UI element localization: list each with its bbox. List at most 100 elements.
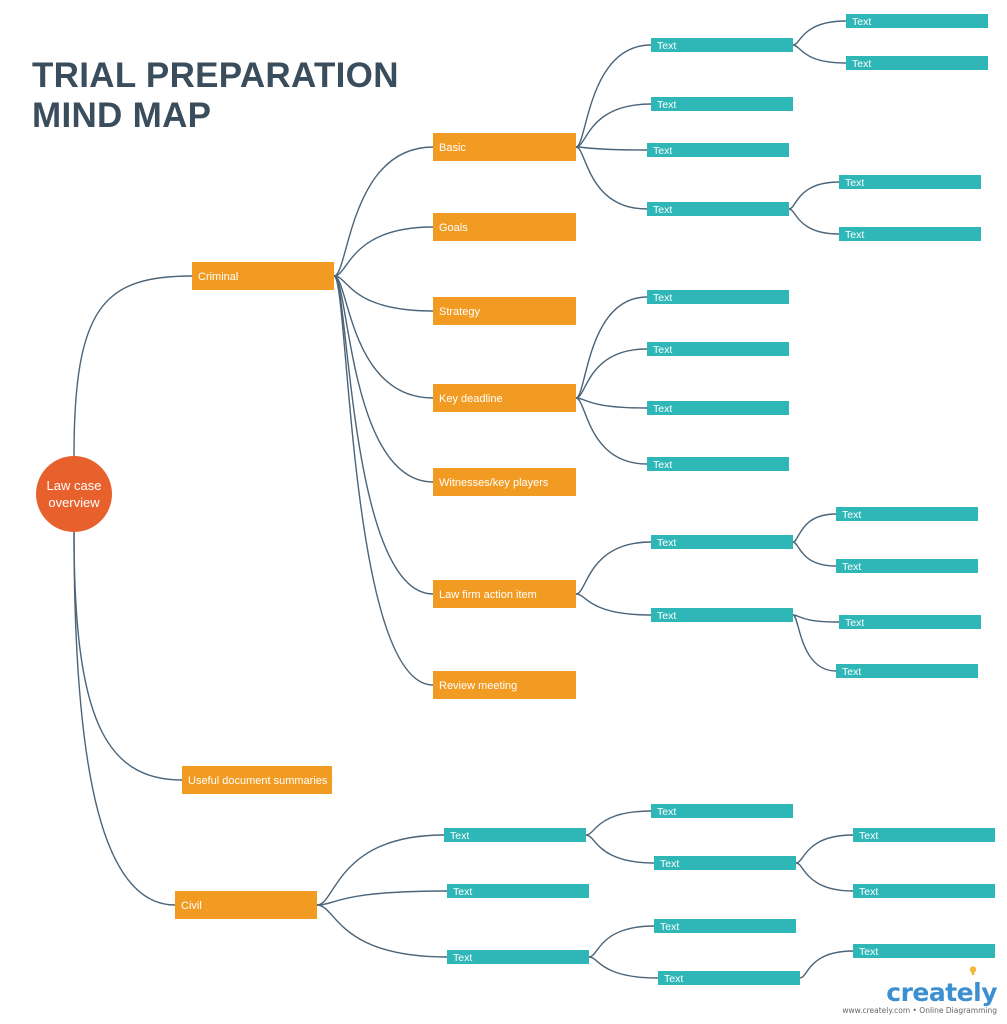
node-label: Civil	[181, 900, 202, 912]
topic-node-criminal[interactable]: Criminal	[192, 262, 334, 290]
text-node-b1[interactable]: Text	[651, 38, 793, 52]
node-label: Text	[664, 973, 683, 985]
connector-root-civil	[73, 531, 176, 906]
node-label: Text	[657, 40, 676, 52]
node-label: Text	[657, 610, 676, 622]
node-label: Text	[660, 858, 679, 870]
connector-criminal-review	[333, 275, 434, 686]
node-label: Text	[859, 886, 878, 898]
text-node-l2b[interactable]: Text	[836, 664, 978, 678]
text-node-b2[interactable]: Text	[651, 97, 793, 111]
topic-node-civil[interactable]: Civil	[175, 891, 317, 919]
node-label: Witnesses/key players	[439, 477, 549, 489]
connector-l2-l2b	[792, 614, 837, 672]
node-label: Text	[653, 292, 672, 304]
text-node-k2[interactable]: Text	[647, 342, 789, 356]
connector-lawfirm-l1	[575, 541, 652, 595]
text-node-c1b[interactable]: Text	[654, 856, 796, 870]
text-node-l1[interactable]: Text	[651, 535, 793, 549]
connector-l2-l2a	[792, 614, 840, 623]
connector-criminal-keydeadline	[333, 275, 434, 399]
connector-c1-c1b	[585, 834, 655, 864]
text-node-k4[interactable]: Text	[647, 457, 789, 471]
connector-criminal-goals	[333, 226, 434, 277]
connector-b4-b4a	[788, 181, 840, 210]
text-node-b4[interactable]: Text	[647, 202, 789, 216]
connector-l1-l1a	[792, 513, 837, 543]
text-node-l2a[interactable]: Text	[839, 615, 981, 629]
connector-basic-b2	[575, 103, 652, 148]
node-label: Text	[842, 509, 861, 521]
text-node-c3b[interactable]: Text	[658, 971, 800, 985]
text-node-b1a[interactable]: Text	[846, 14, 988, 28]
root-node-label-line: overview	[48, 495, 100, 510]
text-node-c1a[interactable]: Text	[651, 804, 793, 818]
text-node-k3[interactable]: Text	[647, 401, 789, 415]
node-label: Text	[450, 830, 469, 842]
logo-tagline: www.creately.com • Online Diagramming	[842, 1006, 997, 1015]
node-label: Goals	[439, 222, 468, 234]
connector-basic-b3	[575, 146, 648, 151]
connector-keydeadline-k3	[575, 397, 648, 409]
text-node-b1b[interactable]: Text	[846, 56, 988, 70]
connector-c3b-c3b1	[799, 950, 854, 979]
root-node-label-line: Law case	[47, 478, 102, 493]
node-label: Strategy	[439, 306, 480, 318]
node-label: Text	[653, 344, 672, 356]
connector-civil-c2	[316, 890, 448, 906]
root-node-law-case-overview[interactable]: Law case overview	[36, 456, 112, 532]
text-node-l1b[interactable]: Text	[836, 559, 978, 573]
topic-node-basic[interactable]: Basic	[433, 133, 576, 161]
text-node-c3a[interactable]: Text	[654, 919, 796, 933]
node-label: Text	[859, 830, 878, 842]
node-label: Text	[657, 537, 676, 549]
topic-node-strategy[interactable]: Strategy	[433, 297, 576, 325]
connector-basic-b1	[575, 44, 652, 148]
text-node-l2[interactable]: Text	[651, 608, 793, 622]
node-label: Text	[845, 229, 864, 241]
text-node-c1b1[interactable]: Text	[853, 828, 995, 842]
text-node-b3[interactable]: Text	[647, 143, 789, 157]
node-label: Review meeting	[439, 680, 517, 692]
connector-b1-b1a	[792, 20, 847, 46]
connector-lines	[73, 20, 854, 979]
title-line-1: TRIAL PREPARATION	[32, 56, 399, 95]
connector-criminal-strategy	[333, 275, 434, 312]
text-node-l1a[interactable]: Text	[836, 507, 978, 521]
creately-logo: creately www.creately.com • Online Diagr…	[842, 966, 997, 1016]
topic-node-witnesses[interactable]: Witnesses/key players	[433, 468, 576, 496]
topic-node-review[interactable]: Review meeting	[433, 671, 576, 699]
connector-civil-c1	[316, 834, 445, 906]
text-node-c3[interactable]: Text	[447, 950, 589, 964]
text-node-k1[interactable]: Text	[647, 290, 789, 304]
topic-node-goals[interactable]: Goals	[433, 213, 576, 241]
connector-c1b-c1b1	[795, 834, 854, 864]
node-label: Text	[842, 666, 861, 678]
node-label: Text	[653, 204, 672, 216]
connector-root-useful	[73, 531, 183, 781]
node-label: Text	[852, 58, 871, 70]
node-label: Text	[653, 459, 672, 471]
text-node-c1b2[interactable]: Text	[853, 884, 995, 898]
connector-criminal-lawfirm	[333, 275, 434, 595]
topic-node-useful[interactable]: Useful document summaries	[182, 766, 332, 794]
node-label: Criminal	[198, 271, 238, 283]
connector-c1b-c1b2	[795, 862, 854, 892]
connector-criminal-witnesses	[333, 275, 434, 483]
connector-b4-b4b	[788, 208, 840, 235]
connector-root-criminal	[73, 275, 193, 457]
connector-c3-c3b	[588, 956, 659, 979]
node-label: Text	[653, 145, 672, 157]
node-label: Text	[852, 16, 871, 28]
node-label: Text	[657, 99, 676, 111]
text-node-b4b[interactable]: Text	[839, 227, 981, 241]
node-label: Text	[660, 921, 679, 933]
text-node-c3b1[interactable]: Text	[853, 944, 995, 958]
text-node-c2[interactable]: Text	[447, 884, 589, 898]
topic-node-keydeadline[interactable]: Key deadline	[433, 384, 576, 412]
text-node-c1[interactable]: Text	[444, 828, 586, 842]
topic-node-lawfirm[interactable]: Law firm action item	[433, 580, 576, 608]
connector-criminal-basic	[333, 146, 434, 277]
text-node-b4a[interactable]: Text	[839, 175, 981, 189]
